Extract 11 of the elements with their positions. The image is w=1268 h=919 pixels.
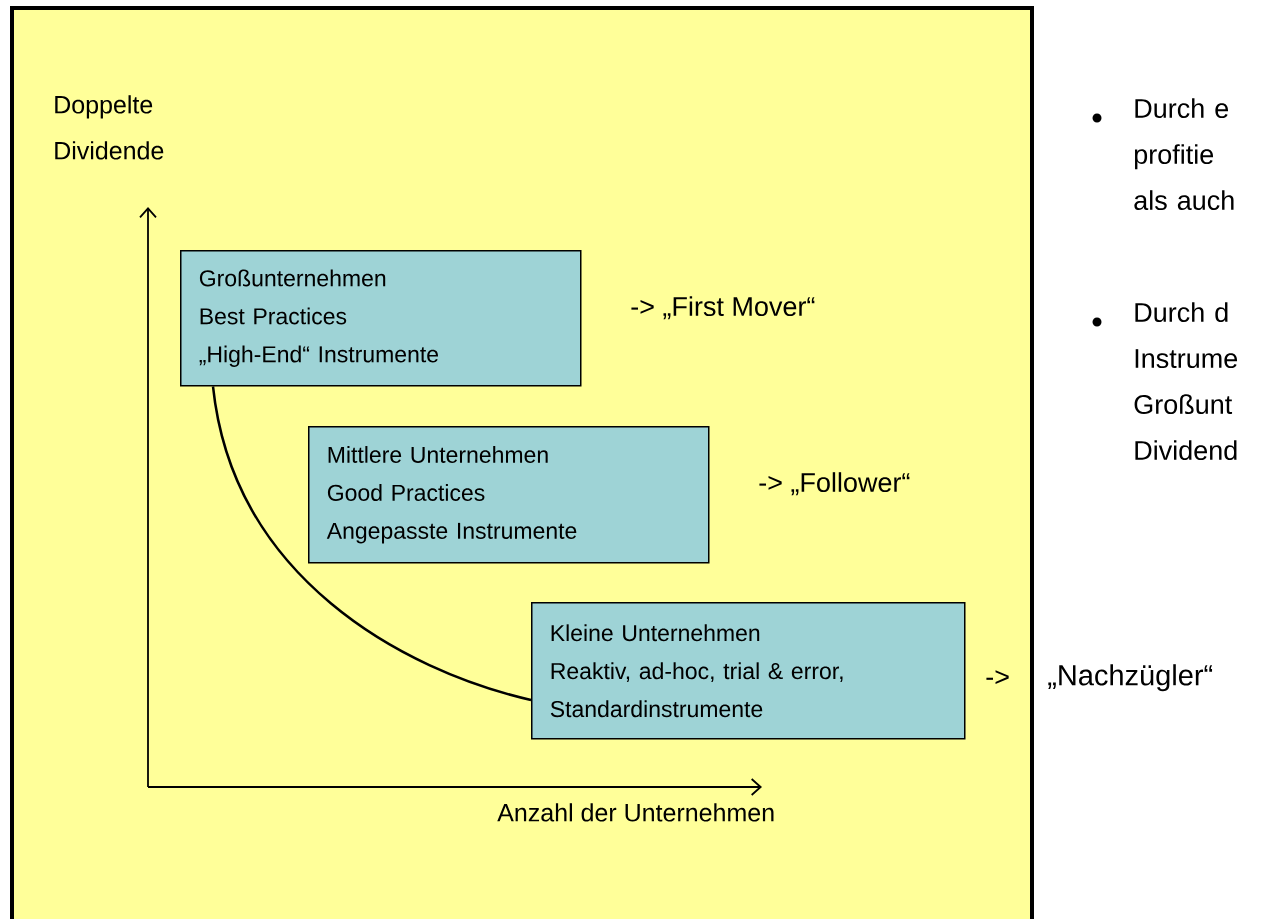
role-label: -> „First Mover“ xyxy=(631,296,815,320)
text-box: Kleine Unternehmen Reaktiv, ad-hoc, trial & error, Standardinstrumente xyxy=(531,602,966,740)
text-box: Mittlere Unternehmen Good Practices Angepasste Instrumente xyxy=(308,426,710,564)
axis-label: Doppelte Dividende xyxy=(55,95,164,160)
curve-line xyxy=(211,386,532,702)
bullet-text: Durch e profitie als auch xyxy=(1134,98,1234,211)
text-box: Großunternehmen Best Practices „High-End“ Instrumente xyxy=(180,250,582,387)
bullet-text: Durch d Instrume Großunt Dividend xyxy=(1134,302,1238,461)
role-label: „Nachzügler“ xyxy=(1048,664,1213,692)
role-label: -> „Follower“ xyxy=(759,472,910,496)
axis-label: Anzahl der Unternehmen xyxy=(497,803,774,822)
